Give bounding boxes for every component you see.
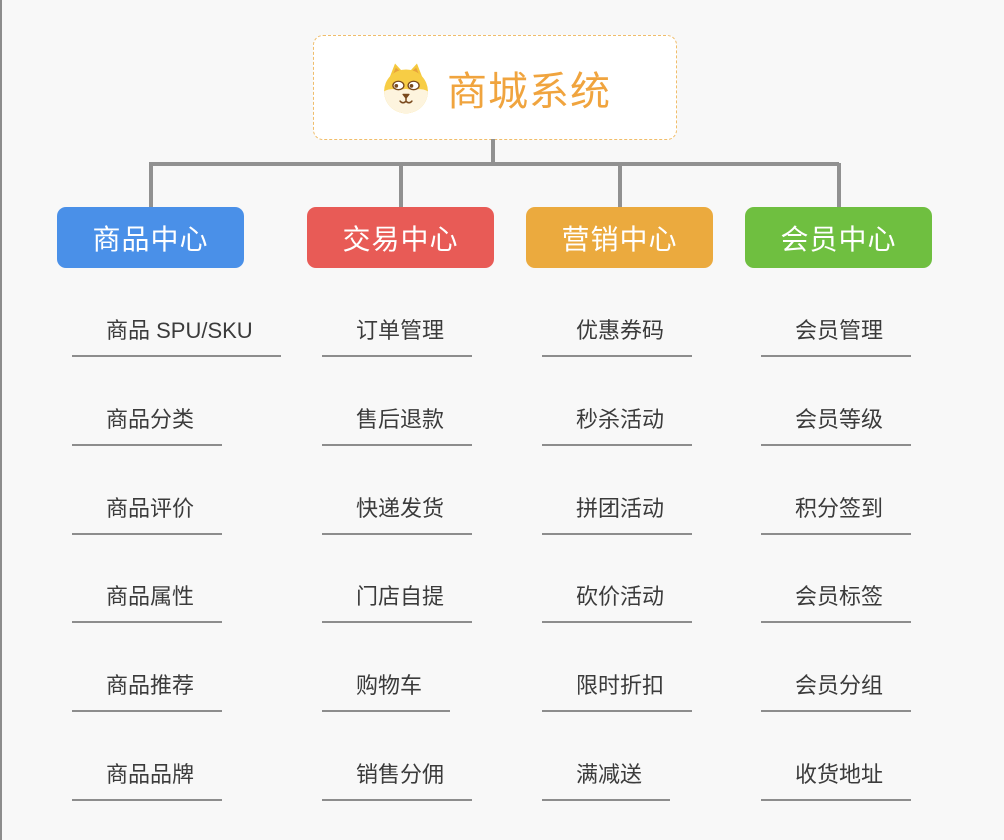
leaf-node[interactable]: 售后退款 — [322, 406, 473, 446]
leaf-node[interactable]: 会员标签 — [761, 583, 912, 623]
leaf-label: 会员管理 — [761, 317, 912, 357]
leaf-label: 商品品牌 — [72, 761, 223, 801]
leaf-node[interactable]: 砍价活动 — [542, 583, 693, 623]
connector-drop-product — [149, 163, 153, 208]
leaf-label: 会员等级 — [761, 406, 912, 446]
leaf-node[interactable]: 快递发货 — [322, 495, 473, 535]
leaf-node[interactable]: 商品 SPU/SKU — [72, 317, 281, 357]
leaf-node[interactable]: 商品推荐 — [72, 672, 223, 712]
leaf-node[interactable]: 订单管理 — [322, 317, 473, 357]
connector-drop-member — [837, 163, 841, 208]
leaf-node[interactable]: 优惠券码 — [542, 317, 693, 357]
connector-drop-marketing — [618, 163, 622, 208]
leaf-node[interactable]: 积分签到 — [761, 495, 912, 535]
leaf-label: 积分签到 — [761, 495, 912, 535]
leaf-label: 商品属性 — [72, 583, 223, 623]
leaf-label: 销售分佣 — [322, 761, 473, 801]
root-node[interactable]: 商城系统 — [313, 35, 677, 140]
leaf-node[interactable]: 会员等级 — [761, 406, 912, 446]
leaf-label: 会员标签 — [761, 583, 912, 623]
leaf-label: 快递发货 — [322, 495, 473, 535]
leaf-label: 收货地址 — [761, 761, 912, 801]
leaf-node[interactable]: 满减送 — [542, 761, 671, 801]
leaf-node[interactable]: 秒杀活动 — [542, 406, 693, 446]
leaf-label: 满减送 — [542, 761, 671, 801]
branch-node-product-center[interactable]: 商品中心 — [57, 207, 244, 268]
connector-root-stem — [491, 139, 495, 164]
leaf-label: 优惠券码 — [542, 317, 693, 357]
branch-node-member-center[interactable]: 会员中心 — [745, 207, 932, 268]
leaf-label: 秒杀活动 — [542, 406, 693, 446]
trunk-line-trade — [0, 532, 2, 840]
leaf-node[interactable]: 限时折扣 — [542, 672, 693, 712]
leaf-node[interactable]: 收货地址 — [761, 761, 912, 801]
connector-drop-trade — [399, 163, 403, 208]
leaf-label: 商品评价 — [72, 495, 223, 535]
leaf-label: 售后退款 — [322, 406, 473, 446]
leaf-label: 会员分组 — [761, 672, 912, 712]
leaf-node[interactable]: 拼团活动 — [542, 495, 693, 535]
branch-node-marketing-center[interactable]: 营销中心 — [526, 207, 713, 268]
leaf-node[interactable]: 会员管理 — [761, 317, 912, 357]
connector-horizontal-bar — [149, 162, 839, 166]
trunk-line-product — [0, 0, 2, 532]
leaf-node[interactable]: 会员分组 — [761, 672, 912, 712]
leaf-label: 订单管理 — [322, 317, 473, 357]
leaf-node[interactable]: 购物车 — [322, 672, 451, 712]
leaf-label: 拼团活动 — [542, 495, 693, 535]
shiba-dog-icon — [384, 63, 428, 113]
leaf-node[interactable]: 商品评价 — [72, 495, 223, 535]
leaf-node[interactable]: 门店自提 — [322, 583, 473, 623]
leaf-node[interactable]: 商品分类 — [72, 406, 223, 446]
root-title: 商城系统 — [447, 69, 611, 114]
leaf-node[interactable]: 商品属性 — [72, 583, 223, 623]
leaf-label: 商品分类 — [72, 406, 223, 446]
branch-node-trade-center[interactable]: 交易中心 — [307, 207, 494, 268]
leaf-node[interactable]: 商品品牌 — [72, 761, 223, 801]
leaf-label: 门店自提 — [322, 583, 473, 623]
leaf-label: 购物车 — [322, 672, 451, 712]
leaf-label: 砍价活动 — [542, 583, 693, 623]
leaf-label: 限时折扣 — [542, 672, 693, 712]
leaf-label: 商品推荐 — [72, 672, 223, 712]
leaf-node[interactable]: 销售分佣 — [322, 761, 473, 801]
leaf-label: 商品 SPU/SKU — [72, 317, 281, 357]
